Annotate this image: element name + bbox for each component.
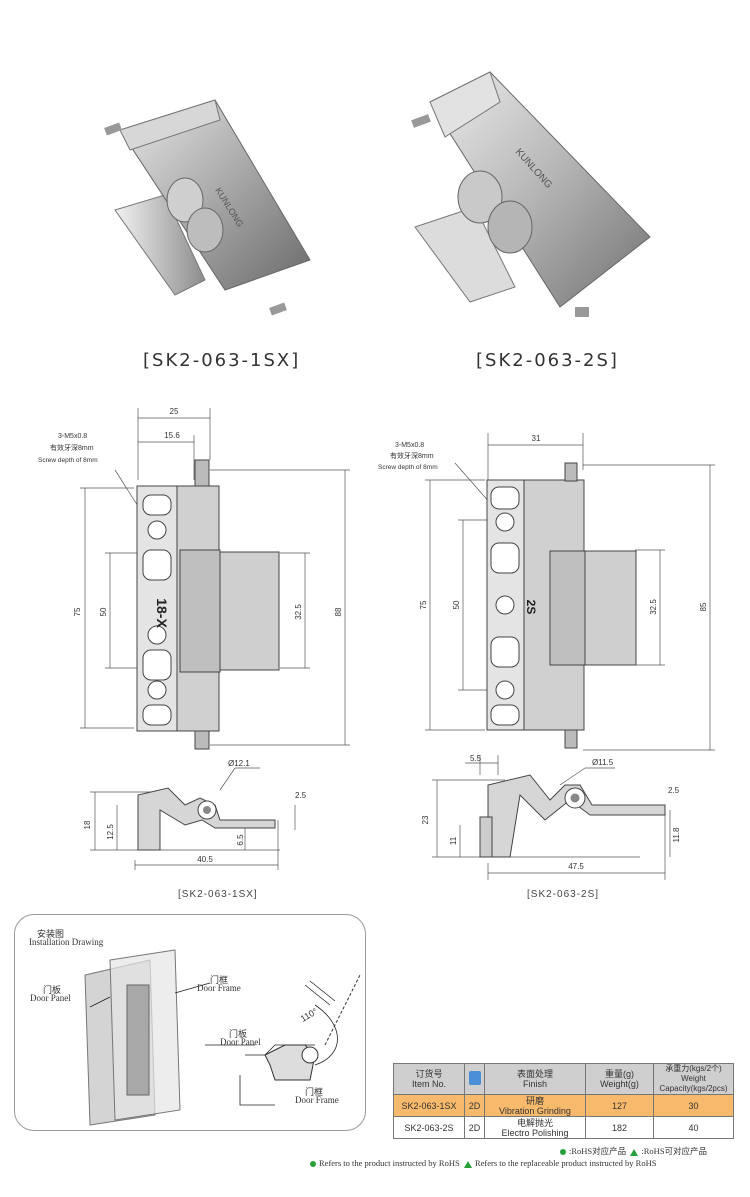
marking-1: 18-X xyxy=(154,598,170,628)
dim-88: 88 xyxy=(334,607,343,616)
dim-32-5-2: 32.5 xyxy=(649,599,658,615)
drawing-caption-1: [SK2-063-1SX] xyxy=(178,889,258,900)
row1-model: 2D xyxy=(464,1094,485,1117)
screw-note-2c: Screw depth of 8mm xyxy=(378,464,438,471)
install-title-en: Installation Drawing xyxy=(29,937,104,947)
side-40-5: 40.5 xyxy=(197,855,213,864)
screw-note-1c: Screw depth of 8mm xyxy=(38,457,98,464)
side-5-5: 5.5 xyxy=(470,754,482,763)
legend-rohs-replaceable-en: Refers to the replaceable product instru… xyxy=(474,1158,657,1168)
legend-rohs-replaceable-cn: :RoHS可对应产品 xyxy=(641,1146,708,1156)
dim-50-1: 50 xyxy=(99,607,108,616)
dim-50-2: 50 xyxy=(452,600,461,609)
screw-note-1a: 3-M5x0.8 xyxy=(58,433,87,440)
rohs-dot-icon-2 xyxy=(310,1161,316,1168)
side-23: 23 xyxy=(421,815,430,824)
technical-drawing-1: 18-X 25 15.6 3-M5x0.8 有效牙深8mm Screw dept… xyxy=(38,407,350,870)
installation-drawing: 安装图 Installation Drawing 门框 Door Frame 门… xyxy=(14,914,366,1131)
side-12-5: 12.5 xyxy=(106,824,115,840)
legend-rohs-en: Refers to the product instructed by RoHS xyxy=(319,1158,460,1168)
rohs-triangle-icon xyxy=(630,1148,639,1156)
legend-line-1: :RoHS对应产品 :RoHS可对应产品 xyxy=(560,1145,707,1157)
side-11: 11 xyxy=(449,836,458,845)
side-dia-2: Ø11.5 xyxy=(592,758,614,767)
side-6-5: 6.5 xyxy=(236,834,245,846)
row2-model: 2D xyxy=(464,1116,485,1139)
product-photo-1: KUNLONG xyxy=(104,99,311,316)
screw-note-1b: 有效牙深8mm xyxy=(50,443,94,452)
product-label-1: [SK2-063-1SX] xyxy=(143,350,301,371)
side-18: 18 xyxy=(83,820,92,829)
row1-item: SK2-063-1SX xyxy=(393,1094,465,1117)
header-capacity: 承重力(kgs/2个)Weight Capacity(kgs/2pcs) xyxy=(653,1063,734,1095)
dim-75-1: 75 xyxy=(73,607,82,616)
panel2-label-en: Door Panel xyxy=(220,1037,261,1047)
rohs-triangle-icon-2 xyxy=(463,1160,472,1168)
product-photo-2: KUNLONG xyxy=(411,71,651,317)
dim-85: 85 xyxy=(699,602,708,611)
drawing-caption-2: [SK2-063-2S] xyxy=(527,889,600,900)
side-2-5-1: 2.5 xyxy=(295,791,307,800)
legend-line-2: Refers to the product instructed by RoHS… xyxy=(310,1158,656,1168)
product-label-2: [SK2-063-2S] xyxy=(476,350,619,371)
screw-note-2a: 3-M5x0.8 xyxy=(395,442,424,449)
legend-rohs-cn: :RoHS对应产品 xyxy=(569,1146,627,1156)
panel-label-en: Door Panel xyxy=(30,993,71,1003)
side-2-5-2: 2.5 xyxy=(668,786,680,795)
row2-capacity: 40 xyxy=(653,1116,734,1139)
technical-drawing-2: 2S 31 3-M5x0.8 有效牙深8mm Screw depth of 8m… xyxy=(378,433,715,880)
row2-item: SK2-063-2S xyxy=(393,1116,465,1139)
row2-weight: 182 xyxy=(585,1116,654,1139)
dim-75-2: 75 xyxy=(419,600,428,609)
dim-15-6: 15.6 xyxy=(164,431,180,440)
dim-width-1: 25 xyxy=(170,407,179,416)
screw-note-2b: 有效牙深8mm xyxy=(390,451,434,460)
row1-capacity: 30 xyxy=(653,1094,734,1117)
frame2-label-cn: 门框 xyxy=(305,1087,324,1097)
rohs-dot-icon xyxy=(560,1149,566,1156)
frame-label-cn: 门框 xyxy=(210,975,229,985)
header-weight: 重量(g)Weight(g) xyxy=(585,1063,654,1095)
side-47-5: 47.5 xyxy=(568,862,584,871)
side-dia-1: Ø12.1 xyxy=(228,759,250,768)
frame-label-en: Door Frame xyxy=(197,983,241,993)
side-11-8: 11.8 xyxy=(672,827,681,843)
header-model-icon xyxy=(464,1063,485,1095)
row1-weight: 127 xyxy=(585,1094,654,1117)
install-title-cn: 安装图 xyxy=(37,929,65,939)
dim-width-2: 31 xyxy=(532,434,541,443)
frame2-label-en: Door Frame xyxy=(295,1095,339,1105)
marking-2: 2S xyxy=(524,600,538,615)
dim-32-5-1: 32.5 xyxy=(294,604,303,620)
panel2-label-cn: 门板 xyxy=(229,1029,248,1039)
panel-label-cn: 门板 xyxy=(43,985,62,995)
